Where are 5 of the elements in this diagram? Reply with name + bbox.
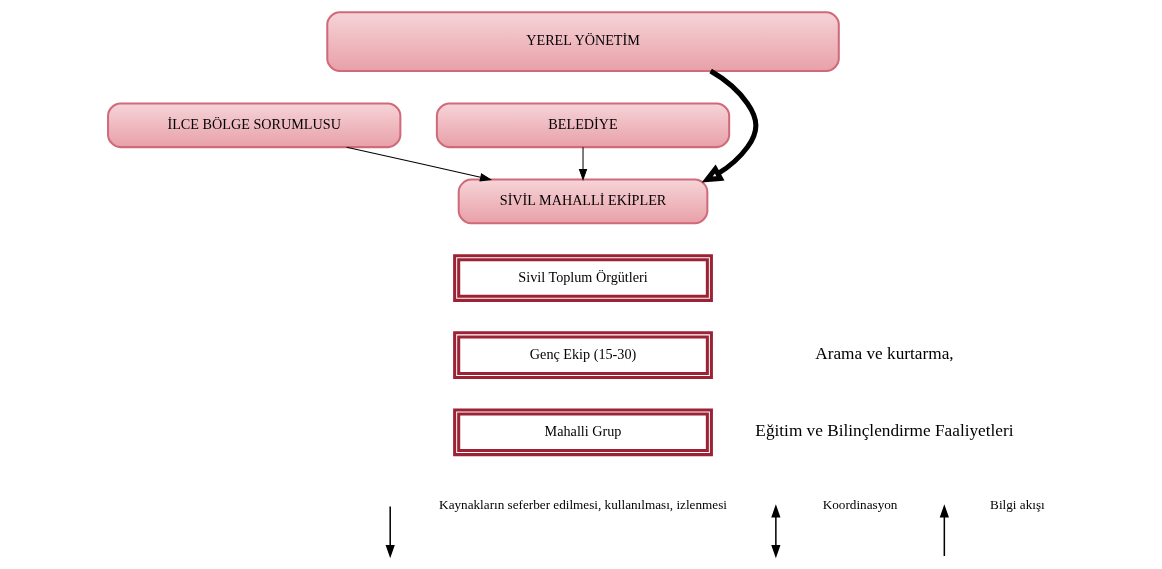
legend-label: Koordinasyon — [822, 496, 898, 512]
label: Eğitim ve Bilinçlendirme Faaliyetleri — [755, 421, 1014, 441]
legend-label: Bilgi akışı — [990, 496, 1045, 512]
legend-label: Kaynakların seferber edilmesi, kullanılması, izlenmesi — [439, 496, 727, 512]
label: Arama ve kurtarma, — [815, 344, 954, 364]
